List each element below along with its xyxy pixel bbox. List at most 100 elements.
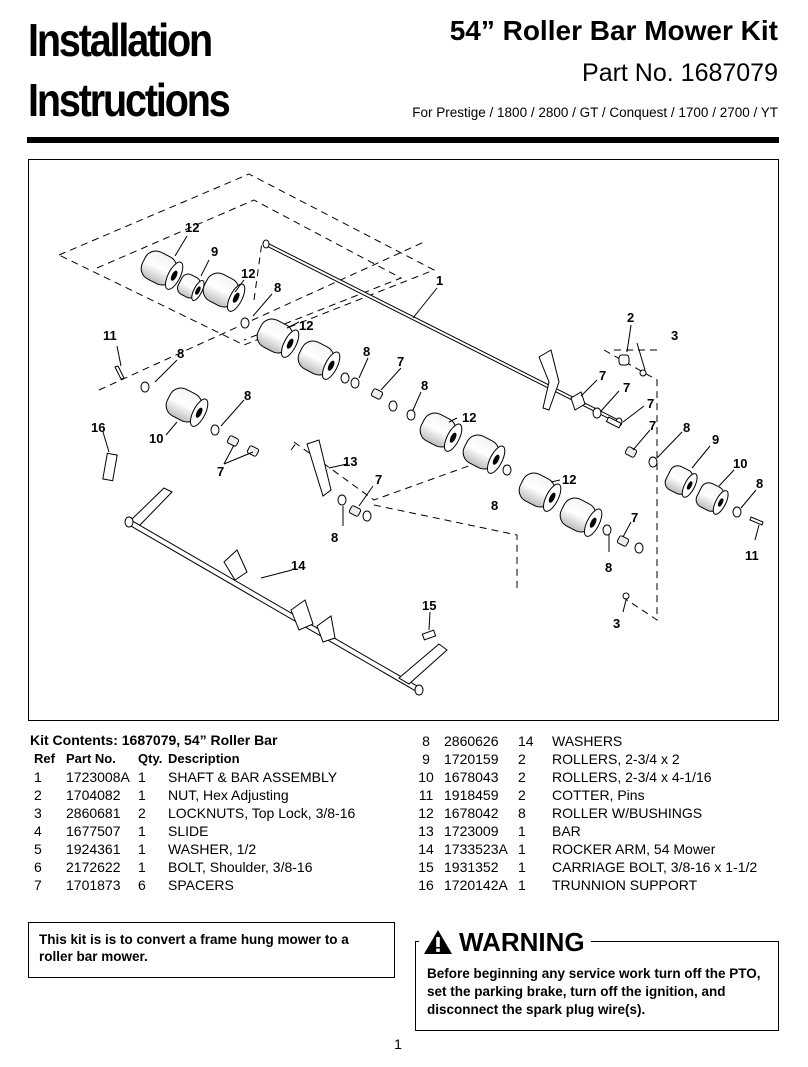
- leader-lines: [102, 235, 760, 631]
- callout-11: 11: [745, 548, 759, 563]
- cell-desc: ROLLERS, 2-3/4 x 2: [552, 751, 680, 767]
- cell-ref: 10: [418, 769, 434, 785]
- page-number-row: 1: [0, 1036, 808, 1052]
- table-row: 8 2860626 14 WASHERS: [408, 732, 792, 750]
- compatible-models: For Prestige / 1800 / 2800 / GT / Conque…: [412, 105, 778, 120]
- cell-part: 1701873: [66, 877, 121, 893]
- cell-qty: 1: [138, 841, 146, 857]
- warning-title: WARNING: [459, 926, 585, 957]
- table-row: 5 1924361 1 WASHER, 1/2: [30, 840, 388, 858]
- warning-header: WARNING: [419, 924, 591, 960]
- cell-qty: 1: [138, 787, 146, 803]
- callout-7: 7: [375, 472, 382, 487]
- header-rule: [27, 137, 779, 143]
- document-title: Installation Instructions: [28, 10, 277, 130]
- cell-desc: LOCKNUTS, Top Lock, 3/8-16: [168, 805, 356, 821]
- washers: [140, 317, 742, 554]
- cell-ref: 7: [34, 877, 42, 893]
- callout-9: 9: [712, 432, 719, 447]
- cell-ref: 9: [422, 751, 430, 767]
- table-row: 1 1723008A 1 SHAFT & BAR ASSEMBLY: [30, 768, 388, 786]
- table-row: 13 1723009 1 BAR: [408, 822, 792, 840]
- callout-7: 7: [631, 510, 638, 525]
- cell-ref: 4: [34, 823, 42, 839]
- cell-qty: 1: [518, 823, 526, 839]
- callout-9: 9: [211, 244, 218, 259]
- callout-8: 8: [177, 346, 184, 361]
- callout-13: 13: [343, 454, 357, 469]
- cell-part: 1704082: [66, 787, 121, 803]
- callout-7: 7: [217, 464, 224, 479]
- parts-table-right: 8 2860626 14 WASHERS 9 1720159 2 ROLLERS…: [408, 732, 792, 894]
- callout-12: 12: [241, 266, 255, 281]
- cell-desc: WASHER, 1/2: [168, 841, 257, 857]
- callout-10: 10: [733, 456, 747, 471]
- cell-ref: 8: [422, 733, 430, 749]
- kit-contents-title: Kit Contents: 1687079, 54” Roller Bar: [30, 732, 278, 748]
- cell-qty: 2: [138, 805, 146, 821]
- table-row: 16 1720142A 1 TRUNNION SUPPORT: [408, 876, 792, 894]
- cell-part: 1678043: [444, 769, 499, 785]
- table-header-row: Ref Part No. Qty. Description: [30, 750, 388, 768]
- table-row: 6 2172622 1 BOLT, Shoulder, 3/8-16: [30, 858, 388, 876]
- cell-qty: 1: [138, 769, 146, 785]
- header-description: Description: [168, 751, 240, 766]
- callout-8: 8: [605, 560, 612, 575]
- rocker-arm: [124, 487, 448, 696]
- callout-8: 8: [491, 498, 498, 513]
- cell-qty: 2: [518, 769, 526, 785]
- table-row: 4 1677507 1 SLIDE: [30, 822, 388, 840]
- cell-desc: SPACERS: [168, 877, 234, 893]
- cell-qty: 8: [518, 805, 526, 821]
- callout-5: 7: [623, 380, 630, 395]
- callout-8: 8: [363, 344, 370, 359]
- callout-12: 12: [299, 318, 313, 333]
- warning-triangle-icon: [424, 930, 452, 954]
- cell-desc: BOLT, Shoulder, 3/8-16: [168, 859, 313, 875]
- cell-ref: 15: [418, 859, 434, 875]
- cell-part: 1924361: [66, 841, 121, 857]
- cell-qty: 2: [518, 751, 526, 767]
- table-row: 14 1733523A 1 ROCKER ARM, 54 Mower: [408, 840, 792, 858]
- callout-6: 7: [647, 396, 654, 411]
- cell-qty: 1: [518, 859, 526, 875]
- cell-desc: WASHERS: [552, 733, 623, 749]
- table-row: 10 1678043 2 ROLLERS, 2-3/4 x 4-1/16: [408, 768, 792, 786]
- cell-ref: 3: [34, 805, 42, 821]
- callout-14: 14: [291, 558, 306, 573]
- cell-qty: 1: [138, 823, 146, 839]
- callout-12: 12: [462, 410, 476, 425]
- parts-table-left: Ref Part No. Qty. Description 1 1723008A…: [30, 750, 388, 894]
- cell-qty: 2: [518, 787, 526, 803]
- callout-15: 15: [422, 598, 436, 613]
- cell-ref: 13: [418, 823, 434, 839]
- cell-part: 1723009: [444, 823, 499, 839]
- callout-numbers: 12 9 12 8 12 1 11 8 8 7 8 8 16 10 7 12 2…: [91, 220, 763, 631]
- cell-part: 1678042: [444, 805, 499, 821]
- cell-ref: 5: [34, 841, 42, 857]
- callout-1: 1: [436, 273, 443, 288]
- callout-10: 10: [149, 431, 163, 446]
- diagram-drawing: 12 9 12 8 12 1 11 8 8 7 8 8 16 10 7 12 2…: [58, 173, 764, 696]
- cell-part: 2860681: [66, 805, 121, 821]
- callout-7: 7: [397, 354, 404, 369]
- cell-part: 1720142A: [444, 877, 508, 893]
- header-qty: Qty.: [138, 751, 163, 766]
- callout-3: 3: [613, 616, 620, 631]
- warning-box: [415, 941, 779, 1031]
- table-row: 12 1678042 8 ROLLER W/BUSHINGS: [408, 804, 792, 822]
- callout-3: 3: [671, 328, 678, 343]
- callout-11: 11: [103, 328, 117, 343]
- header-part-no: Part No.: [66, 751, 116, 766]
- cell-part: 1677507: [66, 823, 121, 839]
- callout-7: 7: [649, 418, 656, 433]
- cell-ref: 11: [418, 787, 434, 803]
- callout-8: 8: [421, 378, 428, 393]
- cell-qty: 1: [138, 859, 146, 875]
- cell-ref: 2: [34, 787, 42, 803]
- header-ref: Ref: [34, 751, 55, 766]
- cell-part: 2860626: [444, 733, 499, 749]
- callout-8: 8: [683, 420, 690, 435]
- callout-12: 12: [185, 220, 199, 235]
- cell-desc: ROCKER ARM, 54 Mower: [552, 841, 716, 857]
